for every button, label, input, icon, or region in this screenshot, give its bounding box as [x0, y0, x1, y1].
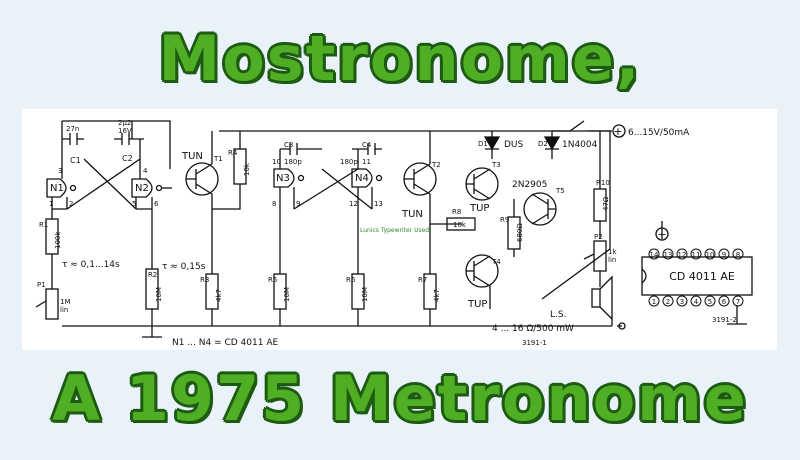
n1-label: N1	[50, 183, 64, 194]
watermark: Lunics Typewriter Used	[360, 227, 429, 234]
ic-bottom-pins: 1 2 3 4 5 6 7	[648, 295, 744, 307]
t3-label: T3	[491, 161, 501, 169]
t4-label: T4	[491, 258, 501, 266]
ic-pin: 1	[652, 298, 656, 306]
ic-name: CD 4011 AE	[669, 270, 735, 283]
ic-pin: 12	[678, 251, 687, 259]
t1-label: T1	[213, 155, 223, 163]
ic-pin: 13	[664, 251, 673, 259]
pin-label: 10	[272, 158, 281, 166]
p2-val1: 1k	[608, 248, 617, 256]
r2-val: 10M	[155, 287, 163, 302]
ic-pin: 11	[692, 251, 701, 259]
fig1-label: 3191-1	[522, 339, 547, 347]
pin-label: 11	[362, 158, 371, 166]
supply-label: 6...15V/50mA	[628, 128, 690, 138]
t3-type: TUP	[469, 203, 489, 214]
c3-label: C3	[284, 141, 293, 149]
r3-label: R3	[200, 276, 209, 284]
c4-label: C4	[362, 141, 372, 149]
tau2-label: τ ≈ 0,15s	[162, 262, 206, 272]
title-bottom: A 1975 Metronome	[52, 362, 748, 435]
ic-pin: 10	[706, 251, 715, 259]
r4-val: 10k	[243, 162, 251, 176]
r2-label: R2	[148, 271, 157, 279]
ic-pin: 8	[736, 251, 740, 259]
ic-pin: 6	[722, 298, 727, 306]
n3-label: N3	[276, 173, 290, 184]
pin-label: 1	[49, 200, 53, 208]
ic-pin: 14	[650, 251, 659, 259]
t4-type: TUP	[467, 299, 487, 310]
p1-val2: lin	[60, 306, 68, 314]
p2-label: P2	[594, 233, 603, 241]
pin-label: 3	[58, 167, 62, 175]
r10-val: 47Ω	[602, 196, 610, 211]
r7-val: 4k7	[433, 289, 441, 302]
pin-label: 9	[296, 200, 300, 208]
ls-spec: 4 ... 16 Ω/500 mW	[492, 324, 574, 334]
pin-label: 4	[143, 167, 148, 175]
d1-label: D1	[478, 140, 488, 148]
pin-label: 5	[132, 200, 136, 208]
r4-label: R4	[228, 149, 238, 157]
n4-label: N4	[355, 173, 369, 184]
supply-plus: +	[613, 125, 622, 138]
ic-pin: 5	[708, 298, 712, 306]
t2-type: TUN	[401, 209, 423, 220]
d2-type: 1N4004	[562, 140, 598, 150]
r1-val: 100k	[54, 231, 62, 249]
ic-pin: 7	[736, 298, 740, 306]
r6-label: R6	[346, 276, 356, 284]
p1-val1: 1M	[60, 298, 71, 306]
c2-val2: 16V	[118, 127, 132, 135]
t1-type: TUN	[181, 151, 203, 162]
r8-label: R8	[452, 208, 461, 216]
ic-top-pins: 14 13 12 11 10 9 8	[648, 248, 744, 260]
pin-label: 2	[69, 200, 73, 208]
c2-label: C2	[122, 154, 133, 163]
ls-label: L.S.	[550, 310, 566, 320]
tau1-label: τ ≈ 0,1...14s	[62, 260, 120, 270]
ic-plus: +	[657, 228, 666, 241]
ic-pin: 3	[680, 298, 684, 306]
p1-label: P1	[37, 281, 46, 289]
r8-val: 10k	[453, 221, 467, 229]
c2-val1: 2µ2	[118, 119, 131, 127]
r5-val: 10M	[283, 287, 291, 302]
pin-label: 12	[349, 200, 358, 208]
d1-type: DUS	[504, 140, 524, 150]
n2-label: N2	[135, 183, 149, 194]
r5-label: R5	[268, 276, 277, 284]
t5-label: T5	[555, 187, 565, 195]
d2-label: D2	[538, 140, 548, 148]
schematic: + + 14 13 12 11 10 9 8 1 2 3 4 5 6 7 CD …	[22, 109, 777, 350]
p2-val2: lin	[608, 256, 616, 264]
r7-label: R7	[418, 276, 427, 284]
r9-label: R9	[500, 216, 509, 224]
ic-note: N1 ... N4 = CD 4011 AE	[172, 338, 278, 348]
r9-val: 680Ω	[516, 223, 524, 242]
pin-label: 13	[374, 200, 383, 208]
title-top: Mostronome,	[158, 22, 642, 95]
r1-label: R1	[39, 221, 48, 229]
ic-pin: 2	[666, 298, 670, 306]
c4-val: 180p	[340, 158, 358, 166]
r6-val: 10M	[361, 287, 369, 302]
ic-pin: 9	[722, 251, 726, 259]
r10-label: R10	[596, 179, 610, 187]
r3-val: 4k7	[215, 289, 223, 302]
fig2-label: 3191-2	[712, 316, 737, 324]
pin-label: 8	[272, 200, 276, 208]
c1-val: 27n	[66, 125, 79, 133]
c3-val: 180p	[284, 158, 302, 166]
c1-label: C1	[70, 156, 81, 165]
ic-pin: 4	[694, 298, 699, 306]
pin-label: 6	[154, 200, 159, 208]
t5-type: 2N2905	[512, 180, 547, 190]
t2-label: T2	[431, 161, 441, 169]
